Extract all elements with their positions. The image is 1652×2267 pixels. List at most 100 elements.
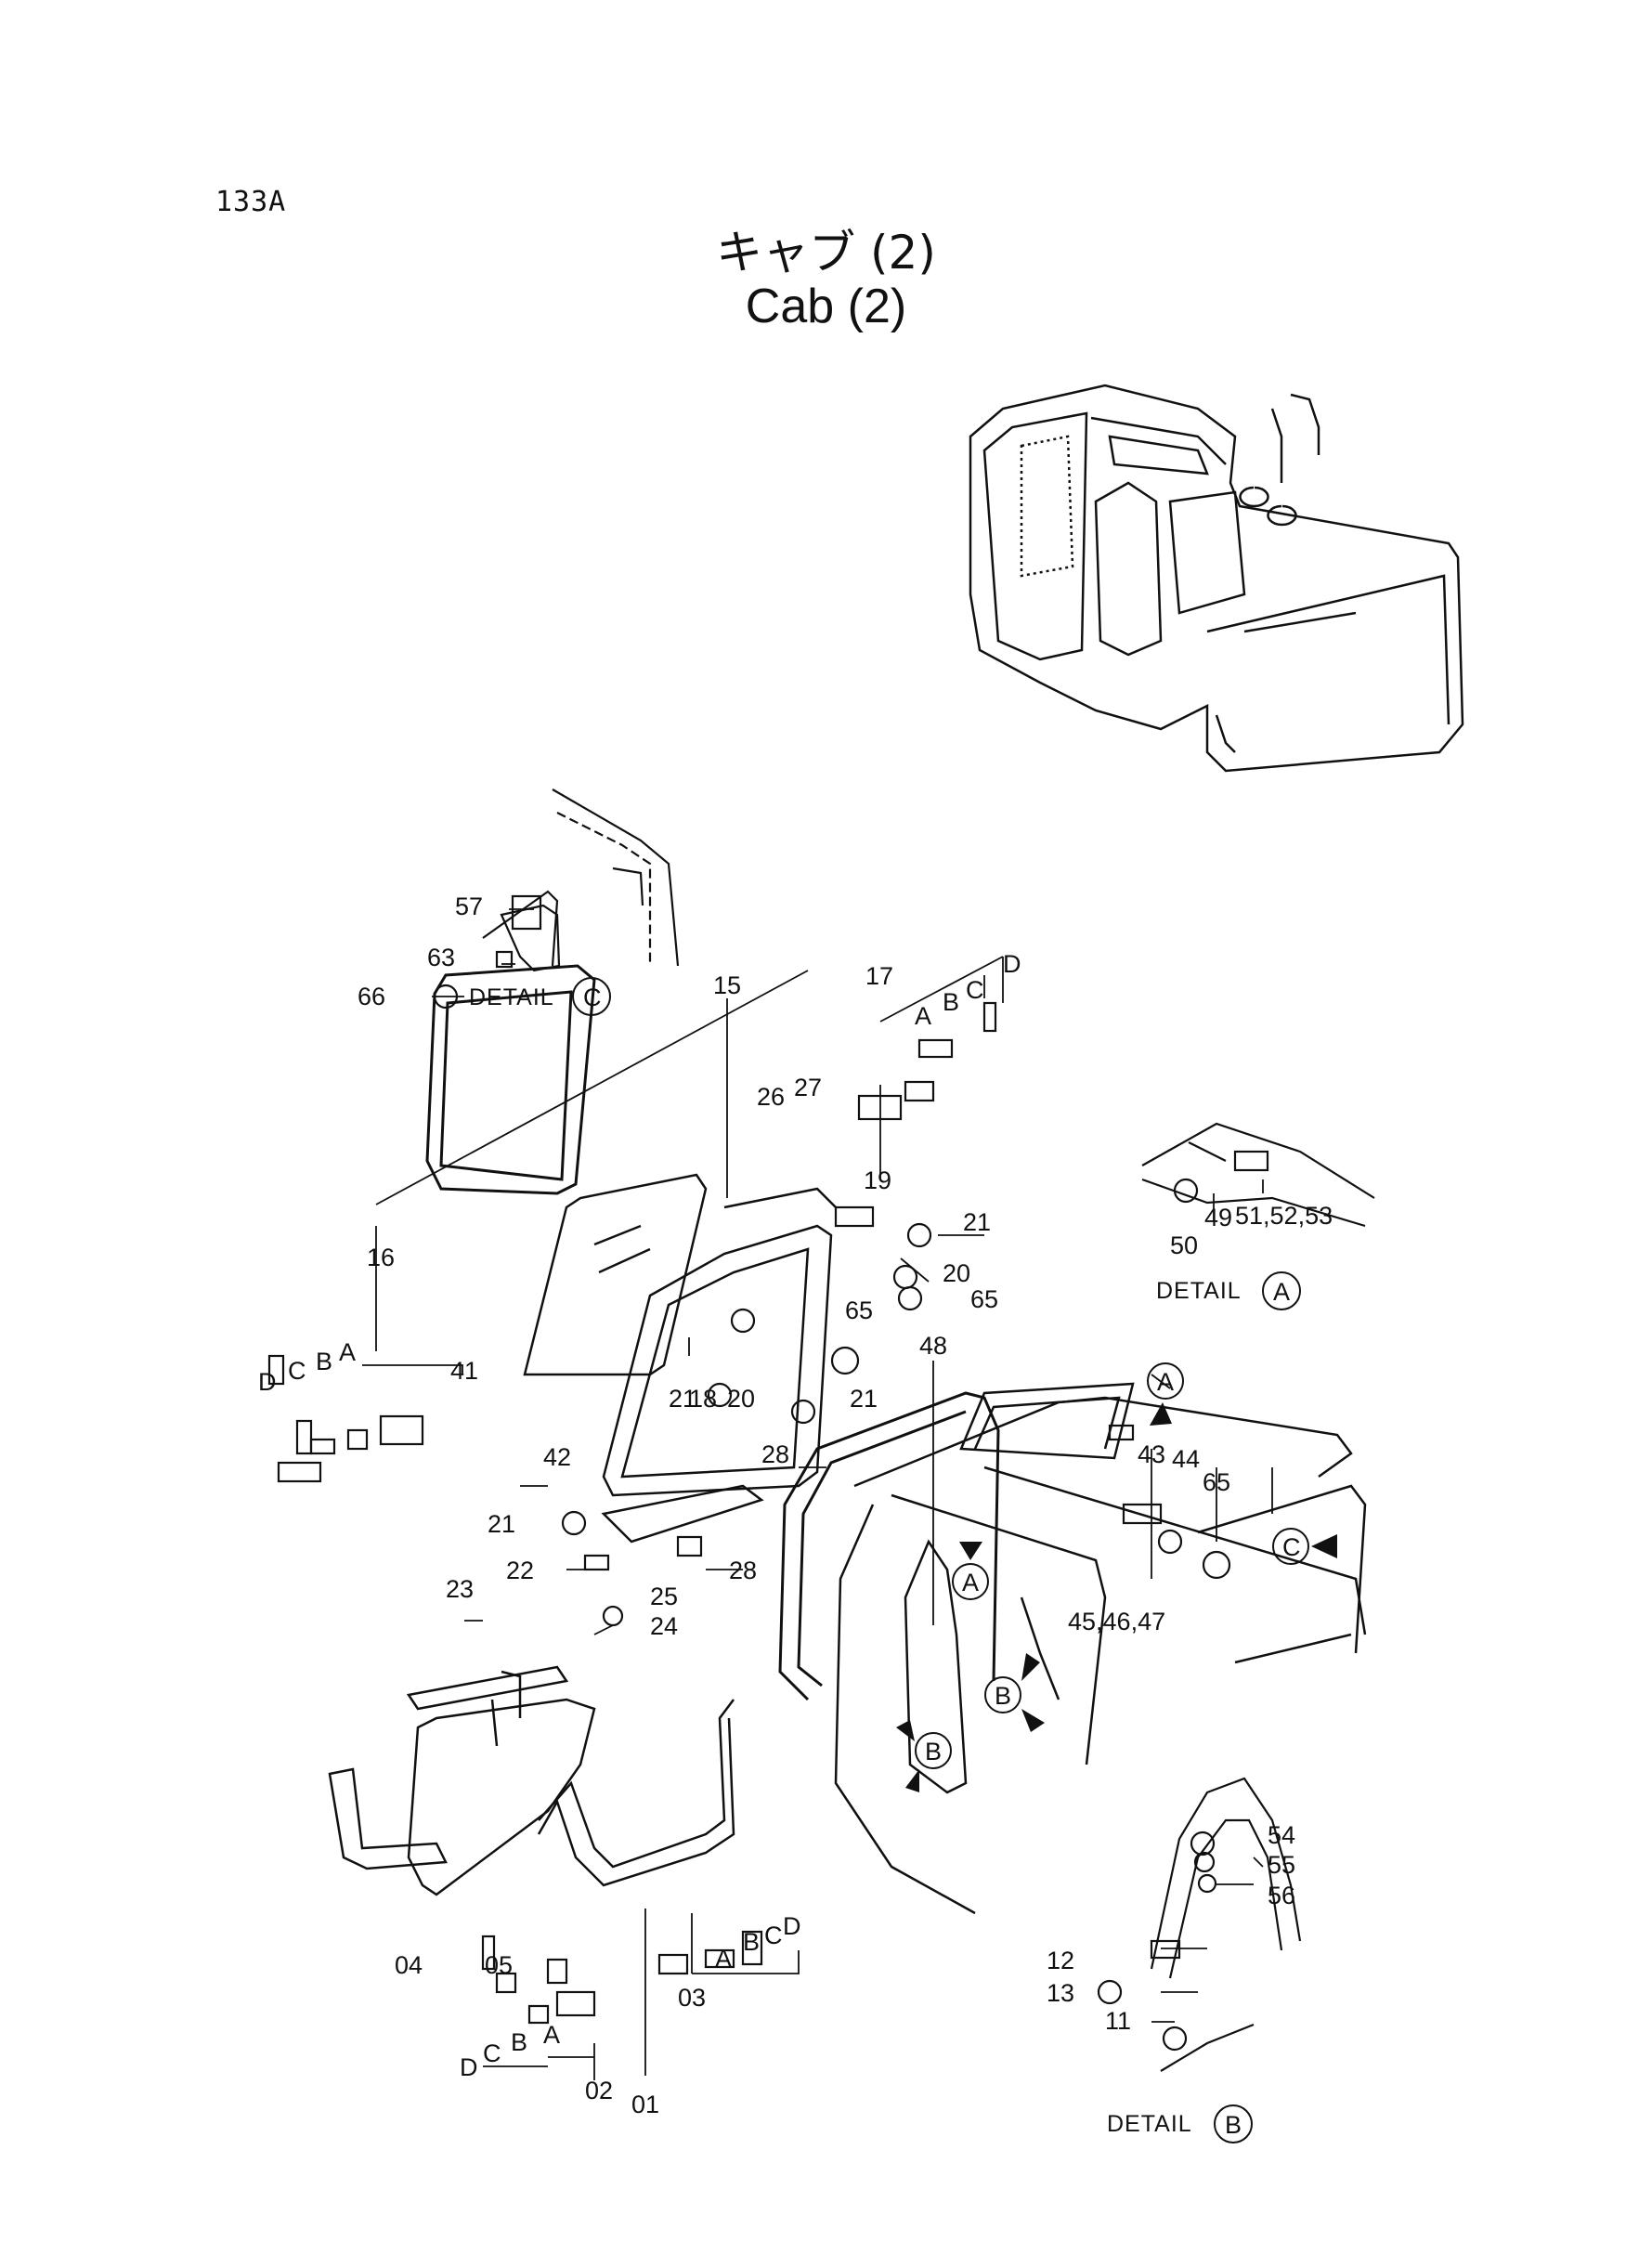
detail-word: DETAIL [1107,2111,1192,2137]
glass-42 [523,1173,708,1376]
sub-label: A [339,1338,356,1366]
sub-label: D [1003,950,1021,978]
detail-c-sketch [482,890,559,967]
sub-label: C [483,2039,501,2067]
part-label: 66 [358,983,385,1010]
detail-a-caption: DETAIL A [1156,1271,1301,1310]
part-label: 20 [727,1385,755,1413]
part-label: 49 [1204,1204,1232,1231]
part-label: 65 [970,1285,998,1313]
part-label: 28 [729,1557,757,1584]
sub-label: A [715,1945,732,1973]
detail-circle [915,1732,952,1769]
sub-label: D [783,1912,801,1940]
title-english: Cab (2) [745,280,907,333]
detail-letter: C [1282,1533,1301,1561]
marker-a-top: A [1147,1362,1184,1400]
detail-letter: A [1157,1368,1174,1396]
part-label: 55 [1268,1851,1295,1879]
part-label: 21 [963,1208,991,1236]
part-label: 20 [943,1259,970,1287]
marker-arrows [896,1402,1337,1792]
part-label: 25 [650,1583,678,1610]
detail-letter: A [1273,1278,1290,1306]
cab-body-detail [834,1382,1367,1915]
part-label: 01 [631,2091,659,2118]
part-label: 28 [761,1440,789,1468]
detail-callouts: DETAIL C DETAIL A DETAIL B A A C B [469,977,1309,2143]
part-label: 11 [1105,2007,1131,2035]
part-label: 50 [1170,1231,1198,1259]
detail-letter: B [1225,2111,1242,2139]
part-label: 56 [1268,1882,1295,1909]
part-label: 51,52,53 [1235,1202,1333,1230]
leader-lines [362,908,1273,2080]
marker-a-left: A [952,1563,989,1600]
title-japanese: キャブ (2) [716,226,936,280]
detail-circle [1214,2104,1253,2143]
part-label: 48 [919,1332,947,1360]
part-label: 04 [395,1951,423,1979]
detail-letter: B [995,1682,1011,1710]
sub-label: C [288,1357,306,1385]
marker-c: C [1272,1528,1309,1565]
sun-visor-assembly [328,1670,735,1896]
part-label: 63 [427,944,455,971]
part-label: 26 [757,1083,785,1111]
part-label: 12 [1047,1947,1074,1974]
part-label: 22 [506,1557,534,1584]
sub-label: D [258,1368,277,1396]
part-label: 02 [585,2077,613,2104]
part-label: 65 [1203,1468,1230,1496]
part-label: 15 [713,971,741,999]
sub-label: C [764,1922,783,1949]
page-number: 133A [215,186,287,218]
detail-circle [1147,1362,1184,1400]
detail-circle [1262,1271,1301,1310]
machine-overview [969,384,1464,773]
part-label: 24 [650,1612,678,1640]
part-label: 18 [689,1385,717,1413]
sub-label: C [966,976,984,1004]
sub-label: A [915,1002,931,1030]
detail-letter: B [925,1738,942,1765]
detail-circle [1272,1528,1309,1565]
detail-circle [572,977,611,1016]
part-label: 03 [678,1984,706,2012]
detail-letter: A [962,1569,979,1596]
part-label: 54 [1268,1821,1295,1849]
part-label: 17 [865,962,893,990]
part-label: 44 [1172,1445,1200,1473]
marker-b-right: B [984,1676,1021,1713]
sub-label: B [316,1348,332,1375]
detail-circle [952,1563,989,1600]
part-label: 27 [794,1074,822,1101]
small-components [267,894,1269,2052]
part-label: 21 [488,1510,515,1538]
detail-word: DETAIL [1156,1278,1242,1304]
top-door-sketch [500,788,680,972]
sub-label-list: A B C D D C B A A B C D D C B A [258,950,1021,2081]
detail-word: DETAIL [469,984,554,1010]
part-label: 21 [850,1385,878,1413]
sub-label: A [543,2021,560,2049]
sash-frame [406,1187,837,1711]
part-label-list: 57 63 66 15 17 16 41 42 26 27 19 21 20 6… [358,892,1333,2118]
part-label: 65 [845,1296,873,1324]
part-label: 43 [1138,1440,1165,1468]
part-label: 13 [1047,1979,1074,2007]
sub-label: B [511,2028,527,2056]
part-label: 57 [455,892,483,920]
sub-label: B [743,1928,760,1956]
part-label: 16 [367,1244,395,1271]
detail-c-caption: DETAIL C [469,977,611,1016]
part-label: 23 [446,1575,474,1603]
part-label: 41 [450,1357,478,1385]
part-label: 42 [543,1443,571,1471]
door-seal-48 [778,1391,1000,1701]
part-label: 21 [669,1385,696,1413]
sub-label: D [460,2053,478,2081]
detail-letter: C [583,984,602,1011]
part-label: 19 [864,1166,891,1194]
